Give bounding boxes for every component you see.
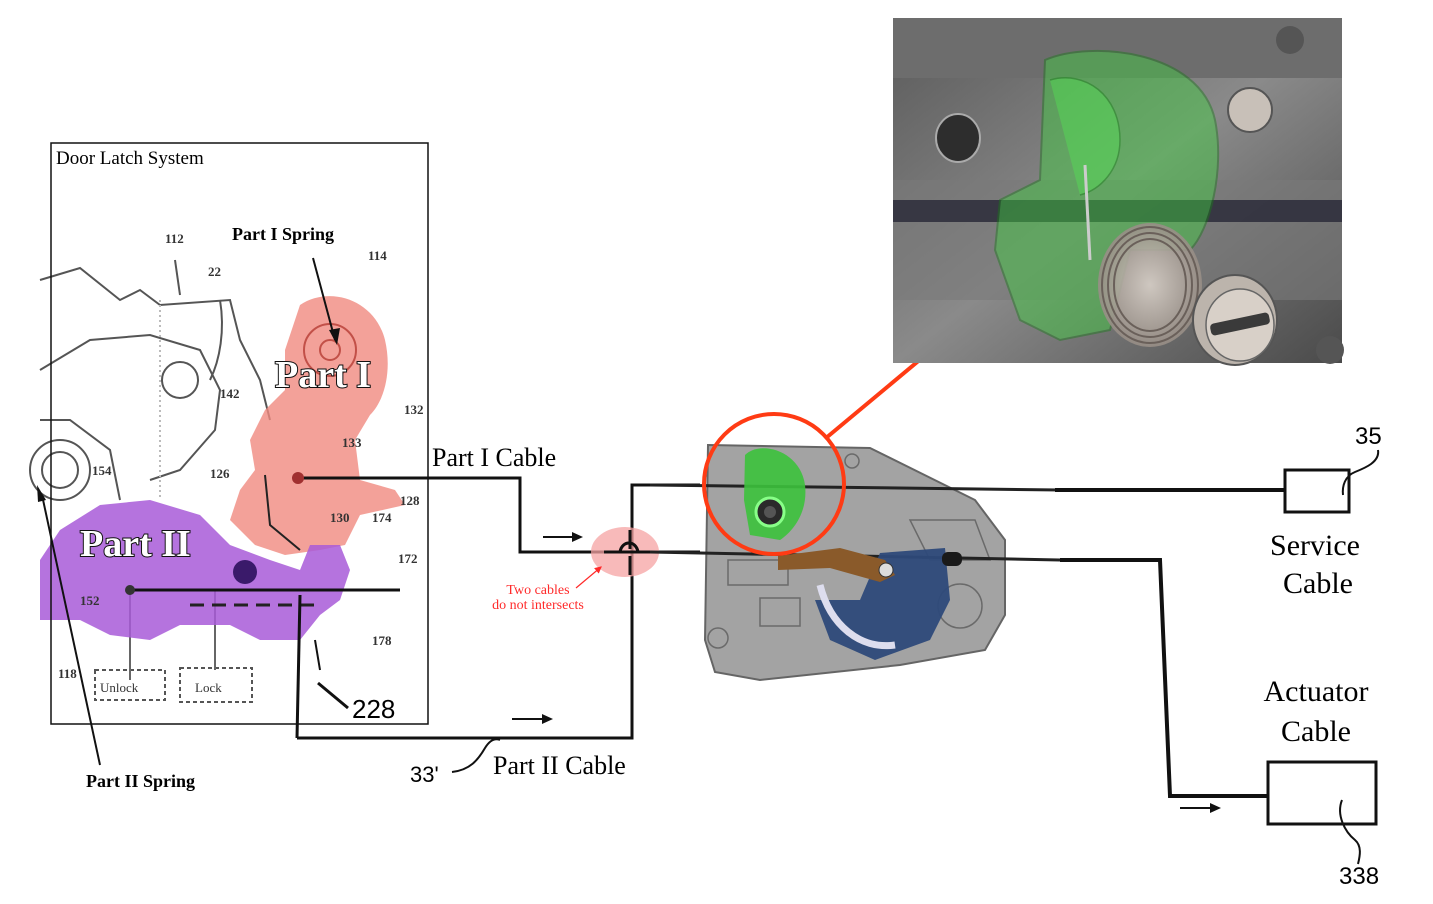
ref-126: 126 <box>210 466 230 481</box>
part-one-label: Part I <box>275 354 371 396</box>
right-routing <box>1055 488 1285 798</box>
service-box <box>1283 468 1351 514</box>
ref-133: 133 <box>342 435 362 450</box>
intersect-note-line2: do not intersects <box>492 598 584 613</box>
ref-35: 35 <box>1355 423 1382 450</box>
part-one-spring-label: Part I Spring <box>232 224 334 244</box>
ref-142: 142 <box>220 386 240 401</box>
part-one-cable-label: Part I Cable <box>432 443 556 472</box>
part-one-cable <box>420 476 700 554</box>
part-two-spring-pointer <box>41 494 101 766</box>
part-two-label: Part II <box>80 523 191 565</box>
panel-frame <box>50 142 429 725</box>
bolt-hole-left <box>935 113 981 163</box>
ref-152: 152 <box>80 593 100 608</box>
shaft <box>893 200 1342 222</box>
cad-detail-view <box>893 18 1344 366</box>
patent-ref-numbers: 112 114 22 142 132 133 126 128 130 174 1… <box>58 231 424 681</box>
ref-178: 178 <box>372 633 392 648</box>
part-one-spring-pointer <box>312 257 336 341</box>
ref-174: 174 <box>372 510 392 525</box>
service-cable-label-2: Cable <box>1283 567 1353 600</box>
part-two-spring-label: Part II Spring <box>86 771 195 791</box>
slotted-cap <box>1192 274 1278 366</box>
bushing <box>1227 87 1273 133</box>
ref-22: 22 <box>208 264 221 279</box>
actuator-cable <box>1060 558 1268 798</box>
ref-132: 132 <box>404 402 424 417</box>
ref-33: 33' <box>410 762 439 787</box>
direction-arrows <box>512 532 1221 813</box>
actuator-cable-label-1: Actuator <box>1264 675 1369 708</box>
brown-lever <box>778 548 895 582</box>
part-two-cable-label: Part II Cable <box>493 751 626 780</box>
ref-112: 112 <box>165 231 184 246</box>
ref-228: 228 <box>352 694 395 724</box>
ref-338: 338 <box>1339 863 1379 890</box>
actuator-box <box>1266 760 1378 826</box>
latch-mechanism <box>649 412 1061 682</box>
ref-130: 130 <box>330 510 350 525</box>
torsion-spring <box>1083 164 1202 347</box>
ref-118: 118 <box>58 666 77 681</box>
ref-114: 114 <box>368 248 387 263</box>
lock-button-label: Lock <box>195 680 222 695</box>
highlight-circle <box>702 412 846 556</box>
part-two-pivot <box>233 560 257 584</box>
part-one-pivot <box>292 472 304 484</box>
part-two-shape <box>40 500 350 640</box>
patent-panel: Door Latch System 112 114 22 142 132 133… <box>29 142 520 791</box>
service-cable-label-1: Service <box>1270 529 1360 562</box>
unlock-button-label: Unlock <box>100 680 139 695</box>
panel-title: Door Latch System <box>56 148 204 169</box>
ref-154: 154 <box>92 463 112 478</box>
actuator-cable-label-2: Cable <box>1281 715 1351 748</box>
ref-128: 128 <box>400 493 420 508</box>
ref-172: 172 <box>398 551 418 566</box>
intersect-note-line1: Two cables <box>506 583 569 598</box>
